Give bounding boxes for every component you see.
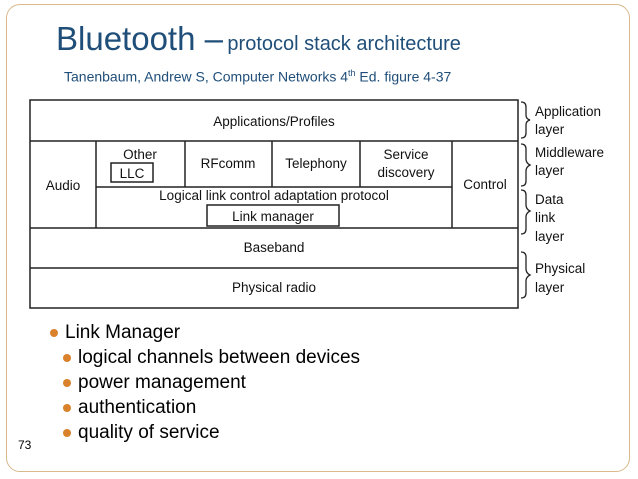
page-number: 73: [18, 438, 32, 452]
bullet-sub-item: power management: [50, 370, 360, 395]
layer-application-1: Application: [535, 104, 601, 119]
citation-prefix: Tanenbaum, Andrew S, Computer Networks 4: [64, 68, 349, 85]
layer-datalink-3: layer: [535, 229, 565, 244]
middleware-layer-brace: [520, 143, 532, 187]
bullet-sub-item: logical channels between devices: [50, 345, 360, 370]
rfcomm-label: RFcomm: [201, 156, 256, 171]
bullet-sub-text: authentication: [78, 397, 197, 418]
bullet-dot-icon: [50, 328, 58, 337]
layer-physical-1: Physical: [535, 261, 585, 276]
stack-outer-box: [29, 99, 519, 309]
title-main: Bluetooth –: [56, 20, 223, 57]
bullet-main-text: Link Manager: [65, 322, 181, 343]
bullet-dot-icon: [63, 428, 71, 437]
layer-application-2: layer: [535, 122, 565, 137]
control-label: Control: [463, 177, 507, 192]
datalink-layer-brace: [520, 189, 532, 235]
telephony-label: Telephony: [285, 156, 347, 171]
bullet-main: Link Manager: [50, 320, 360, 345]
applications-profiles-label: Applications/Profiles: [213, 114, 335, 129]
layer-middleware-1: Middleware: [535, 145, 604, 160]
bullet-dot-icon: [63, 378, 71, 387]
physical-radio-label: Physical radio: [232, 280, 316, 295]
citation-sup: th: [348, 68, 356, 78]
llc-label: LLC: [120, 166, 145, 181]
bullet-dot-icon: [63, 403, 71, 412]
audio-label: Audio: [46, 178, 81, 193]
service-label-1: Service: [383, 147, 428, 162]
baseband-label: Baseband: [244, 240, 305, 255]
layer-datalink-1: Data: [535, 192, 564, 207]
layer-middleware-2: layer: [535, 163, 565, 178]
citation-suffix: Ed. figure 4-37: [355, 68, 452, 85]
slide-title: Bluetooth – protocol stack architecture: [56, 20, 461, 58]
bullet-sub-text: quality of service: [78, 422, 220, 443]
service-label-2: discovery: [377, 165, 434, 180]
bullet-list: Link Manager logical channels between de…: [50, 320, 360, 445]
citation: Tanenbaum, Andrew S, Computer Networks 4…: [64, 68, 451, 85]
application-layer-brace: [520, 101, 531, 139]
bullet-sub-item: quality of service: [50, 420, 360, 445]
title-sub: protocol stack architecture: [227, 33, 461, 55]
layer-datalink-2: link: [535, 210, 556, 225]
link-manager-label: Link manager: [232, 209, 314, 224]
slide-frame: [6, 4, 630, 472]
bullet-sub-item: authentication: [50, 395, 360, 420]
l2cap-label: Logical link control adaptation protocol: [159, 188, 389, 203]
other-label: Other: [123, 147, 157, 162]
bullet-dot-icon: [63, 353, 71, 362]
bullet-sub-text: logical channels between devices: [78, 347, 361, 368]
bullet-sub-text: power management: [78, 372, 246, 393]
layer-physical-2: layer: [535, 280, 565, 295]
physical-layer-brace: [520, 251, 532, 299]
